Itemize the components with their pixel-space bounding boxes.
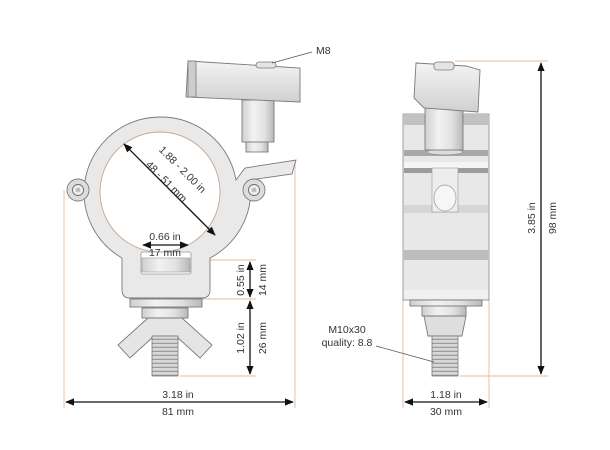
m8-label: M8 <box>316 45 331 57</box>
bolt-spec-label: M10x30 <box>328 324 366 336</box>
base-height-mm-label: 14 mm <box>257 264 269 296</box>
tube-diameter-dimension <box>123 143 216 236</box>
bolt-length-mm-label: 26 mm <box>257 322 269 354</box>
overall-width-in-label: 3.18 in <box>162 389 194 401</box>
tightening-knob <box>185 60 301 153</box>
slot-width-mm-label: 17 mm <box>149 247 181 259</box>
left-hinge-pin <box>66 178 90 202</box>
side-dimensions: 3.85 in 98 mm 1.18 in 30 mm M10x30 quali… <box>322 62 559 418</box>
right-hinge-pin <box>242 178 266 202</box>
overall-width-mm-label: 81 mm <box>162 406 194 418</box>
side-bolt <box>409 299 483 377</box>
wing-nut-bolt <box>117 298 213 377</box>
overall-height-mm-label: 98 mm <box>547 202 559 234</box>
side-knob <box>413 61 481 151</box>
bolt-length-in-label: 1.02 in <box>235 322 247 354</box>
bolt-leader-line <box>375 345 435 363</box>
m8-leader-line <box>271 51 313 64</box>
side-width-mm-label: 30 mm <box>430 406 462 418</box>
side-view: 3.85 in 98 mm 1.18 in 30 mm M10x30 quali… <box>322 60 559 418</box>
front-view: 1.88 - 2.00 in 48 - 51 mm 0.66 in 17 mm … <box>63 45 331 418</box>
bolt-quality-label: quality: 8.8 <box>322 337 373 349</box>
base-height-in-label: 0.55 in <box>235 264 247 296</box>
overall-height-in-label: 3.85 in <box>526 202 538 234</box>
side-width-in-label: 1.18 in <box>430 389 462 401</box>
side-extension-lines <box>402 60 548 408</box>
slot-width-in-label: 0.66 in <box>149 231 181 243</box>
